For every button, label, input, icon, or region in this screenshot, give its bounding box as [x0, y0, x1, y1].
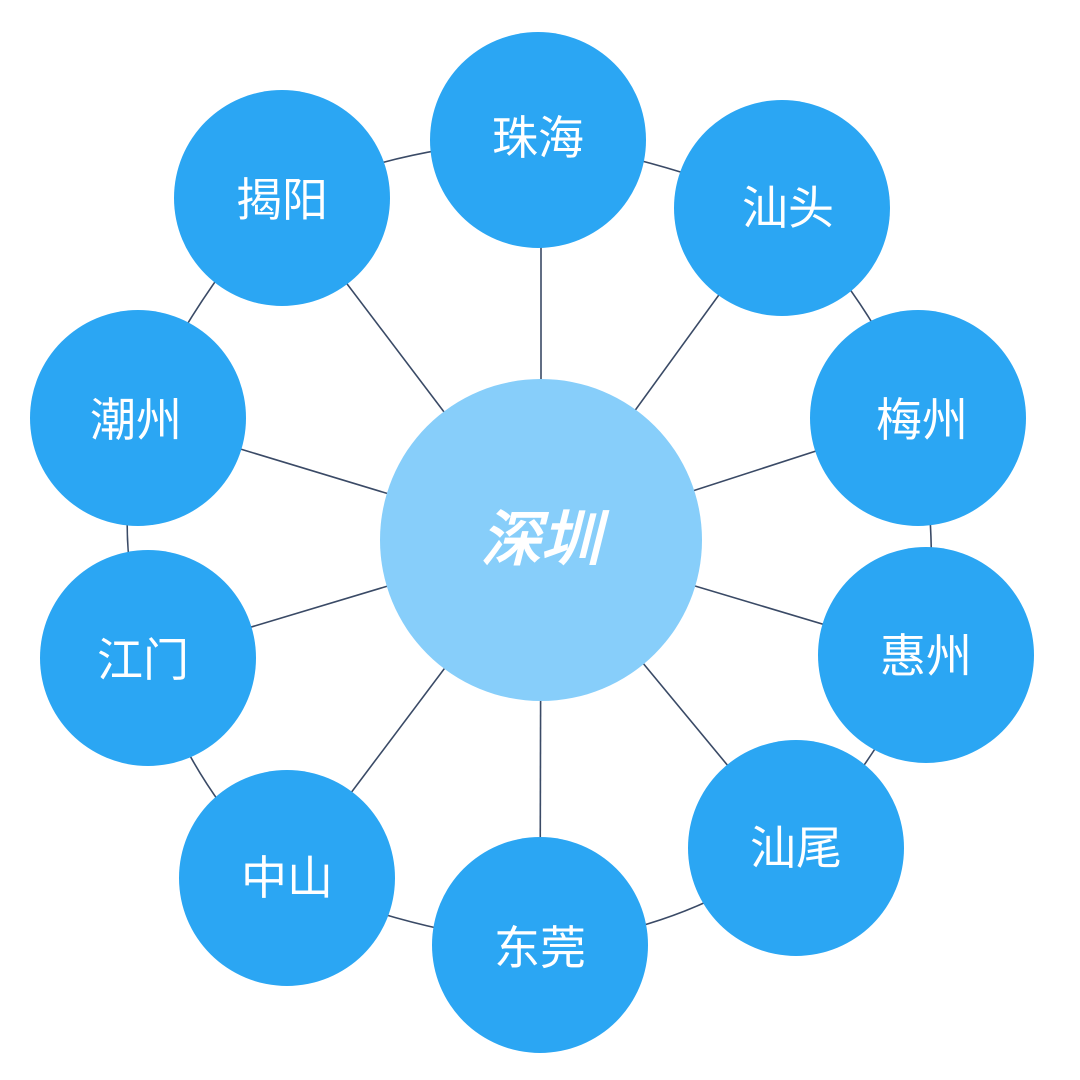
node-label: 惠州 — [880, 629, 972, 683]
node-shanwei: 汕尾 — [688, 740, 904, 956]
node-shantou: 汕头 — [674, 100, 890, 316]
center-label: 深圳 — [481, 505, 610, 575]
node-circle — [40, 550, 256, 766]
node-zhuhai: 珠海 — [430, 32, 646, 248]
node-circle — [674, 100, 890, 316]
node-label: 中山 — [241, 851, 333, 905]
node-label: 汕尾 — [750, 821, 842, 875]
node-label: 珠海 — [492, 111, 584, 165]
node-label: 揭阳 — [236, 173, 328, 227]
node-label: 东莞 — [494, 921, 586, 975]
node-label: 汕头 — [742, 181, 834, 235]
node-circle — [179, 770, 395, 986]
node-circle — [430, 32, 646, 248]
node-huizhou: 惠州 — [818, 547, 1034, 763]
node-jiangmen: 江门 — [40, 550, 256, 766]
node-label: 潮州 — [90, 393, 182, 447]
node-label: 梅州 — [876, 393, 968, 447]
center-circle — [380, 379, 702, 701]
node-chaozhou: 潮州 — [30, 310, 246, 526]
center-node-shenzhen: 深圳 — [380, 379, 702, 701]
node-label: 江门 — [97, 633, 189, 687]
node-circle — [818, 547, 1034, 763]
node-circle — [174, 90, 390, 306]
node-dongguan: 东莞 — [432, 837, 648, 1053]
node-circle — [810, 310, 1026, 526]
node-zhongshan: 中山 — [179, 770, 395, 986]
node-circle — [432, 837, 648, 1053]
node-circle — [688, 740, 904, 956]
node-jieyang: 揭阳 — [174, 90, 390, 306]
node-circle — [30, 310, 246, 526]
node-meizhou: 梅州 — [810, 310, 1026, 526]
